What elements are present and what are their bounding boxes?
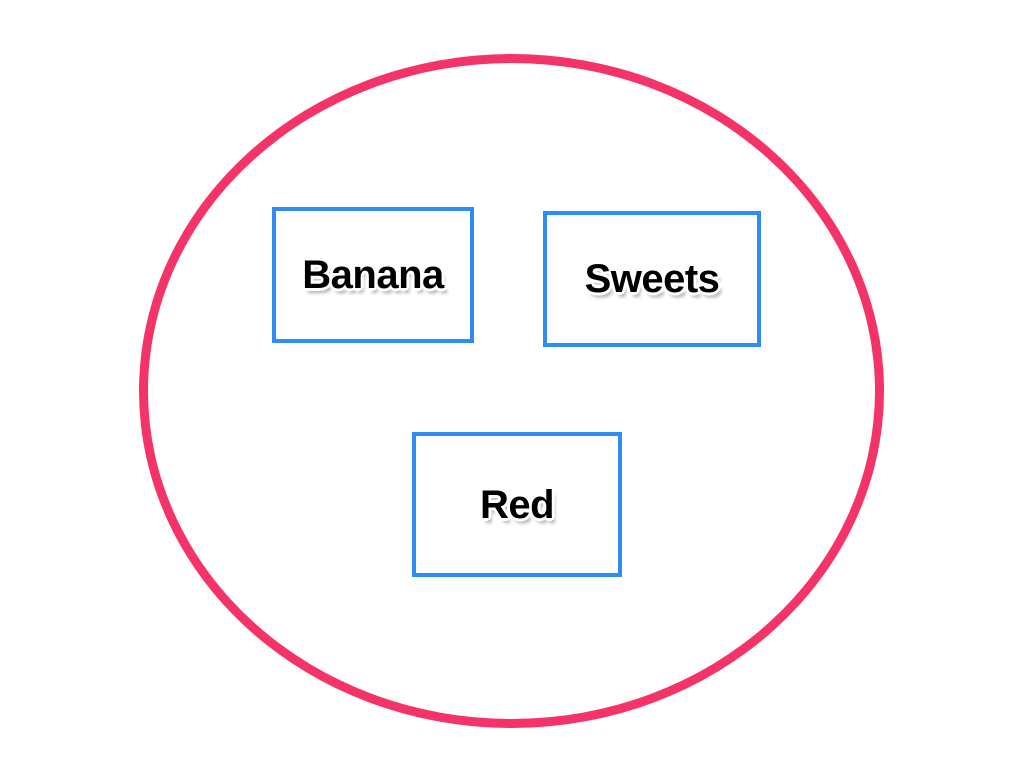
item-box-sweets[interactable]: Sweets (543, 211, 761, 347)
item-box-red[interactable]: Red (412, 432, 622, 577)
item-label-red: Red (479, 482, 555, 527)
item-label-banana: Banana (302, 253, 444, 297)
item-box-banana[interactable]: Banana (272, 207, 474, 343)
item-label-sweets: Sweets (584, 257, 720, 301)
set-boundary-ellipse (139, 54, 884, 728)
